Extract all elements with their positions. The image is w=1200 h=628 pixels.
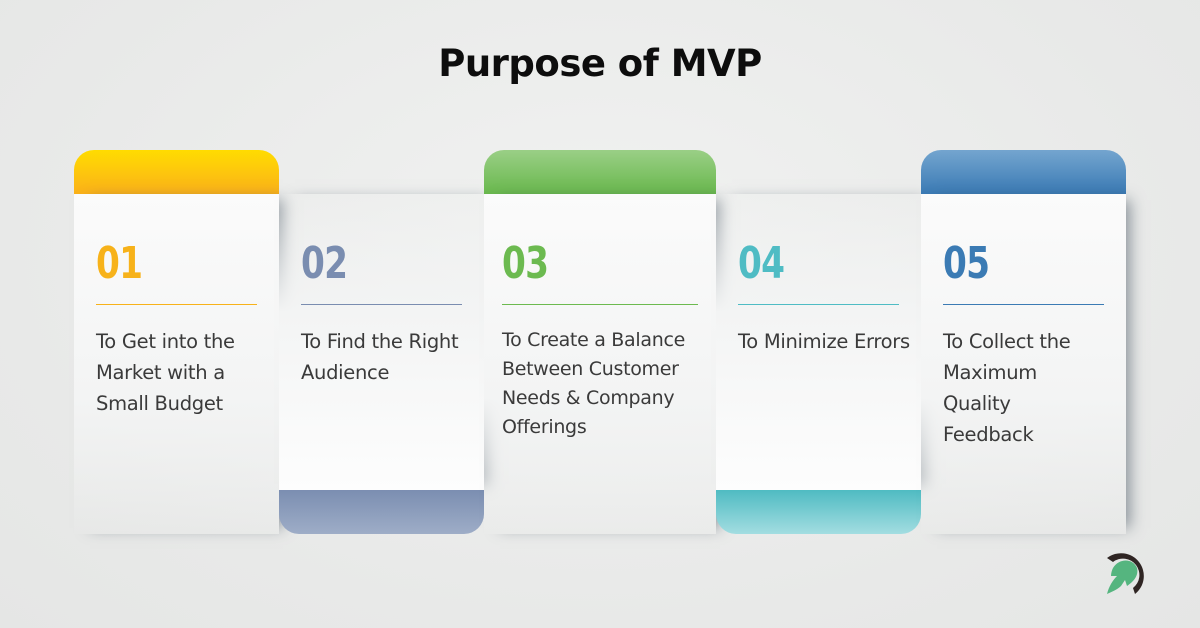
card-text: To Minimize Errors <box>738 330 910 353</box>
card-number: 01 <box>96 238 143 289</box>
card-body <box>74 194 279 534</box>
card-divider <box>943 304 1104 305</box>
card-number: 05 <box>943 238 990 289</box>
card-body <box>279 194 484 490</box>
card-04: 04 To Minimize Errors <box>716 194 921 534</box>
card-text: To Create a Balance Between Customer Nee… <box>502 329 685 438</box>
card-03: 03 To Create a Balance Between Customer … <box>484 150 716 534</box>
card-divider <box>96 304 257 305</box>
card-cap <box>921 150 1126 194</box>
card-cap <box>74 150 279 194</box>
card-divider <box>301 304 462 305</box>
spartan-helmet-logo-icon <box>1107 553 1144 594</box>
card-body <box>484 194 716 534</box>
card-05: 05 To Collect the Maximum Quality Feedba… <box>921 150 1126 534</box>
card-body <box>716 194 921 490</box>
card-cap <box>279 490 484 534</box>
page-title: Purpose of MVP <box>438 42 762 85</box>
card-02: 02 To Find the Right Audience <box>279 194 484 534</box>
card-cap <box>484 150 716 194</box>
card-text: To Find the Right Audience <box>301 330 459 384</box>
card-number: 02 <box>301 238 348 289</box>
card-number: 03 <box>502 238 549 289</box>
card-divider <box>502 304 698 305</box>
card-text: To Collect the Maximum Quality Feedback <box>943 330 1071 446</box>
card-divider <box>738 304 899 305</box>
card-number: 04 <box>738 238 785 289</box>
card-01: 01 To Get into the Market with a Small B… <box>74 150 279 534</box>
card-cap <box>716 490 921 534</box>
card-text: To Get into the Market with a Small Budg… <box>96 330 235 415</box>
card-body <box>921 194 1126 534</box>
